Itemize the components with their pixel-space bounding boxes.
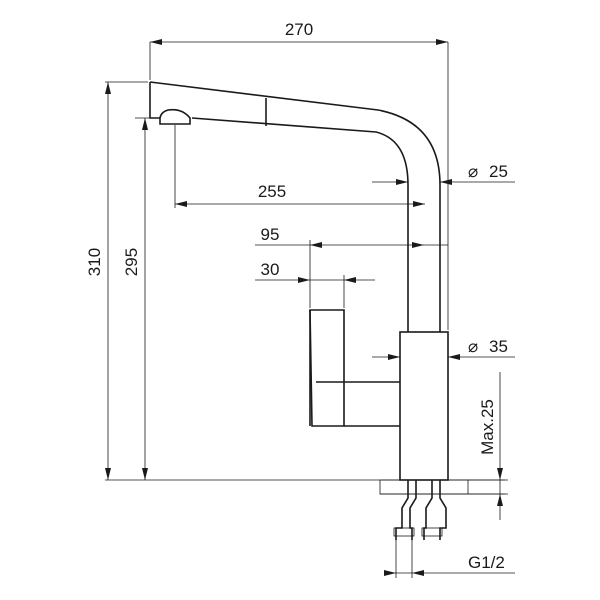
dim-body-diameter: ⌀ 35 xyxy=(372,337,515,360)
body-diameter-label: 35 xyxy=(489,337,508,356)
max-deck-thickness-label: Max.25 xyxy=(478,399,497,455)
spout-diameter-label: 25 xyxy=(489,162,508,181)
dim-max-deck-thickness: Max.25 xyxy=(468,372,508,520)
overall-width-label: 270 xyxy=(285,20,313,39)
dim-spout-diameter: ⌀ 25 xyxy=(372,162,515,185)
handle-width-label: 30 xyxy=(261,260,280,279)
dim-overall-width: 270 xyxy=(149,20,449,330)
dim-handle-width: 30 xyxy=(255,260,375,308)
spout-height-label: 295 xyxy=(122,248,141,276)
dim-connection-thread: G1/2 xyxy=(384,540,515,578)
handle-offset-label: 95 xyxy=(261,225,280,244)
dim-spout-reach: 255 xyxy=(174,125,425,208)
dim-handle-offset: 95 xyxy=(255,225,448,308)
spout-diameter-symbol: ⌀ xyxy=(468,162,478,181)
dim-spout-height: 295 xyxy=(122,117,158,480)
spout-reach-label: 255 xyxy=(258,182,286,201)
mounting-base xyxy=(105,479,505,540)
overall-height-label: 310 xyxy=(85,248,104,276)
connection-thread-label: G1/2 xyxy=(468,553,505,572)
body-diameter-symbol: ⌀ xyxy=(468,337,478,356)
dim-overall-height: 310 xyxy=(85,81,148,480)
